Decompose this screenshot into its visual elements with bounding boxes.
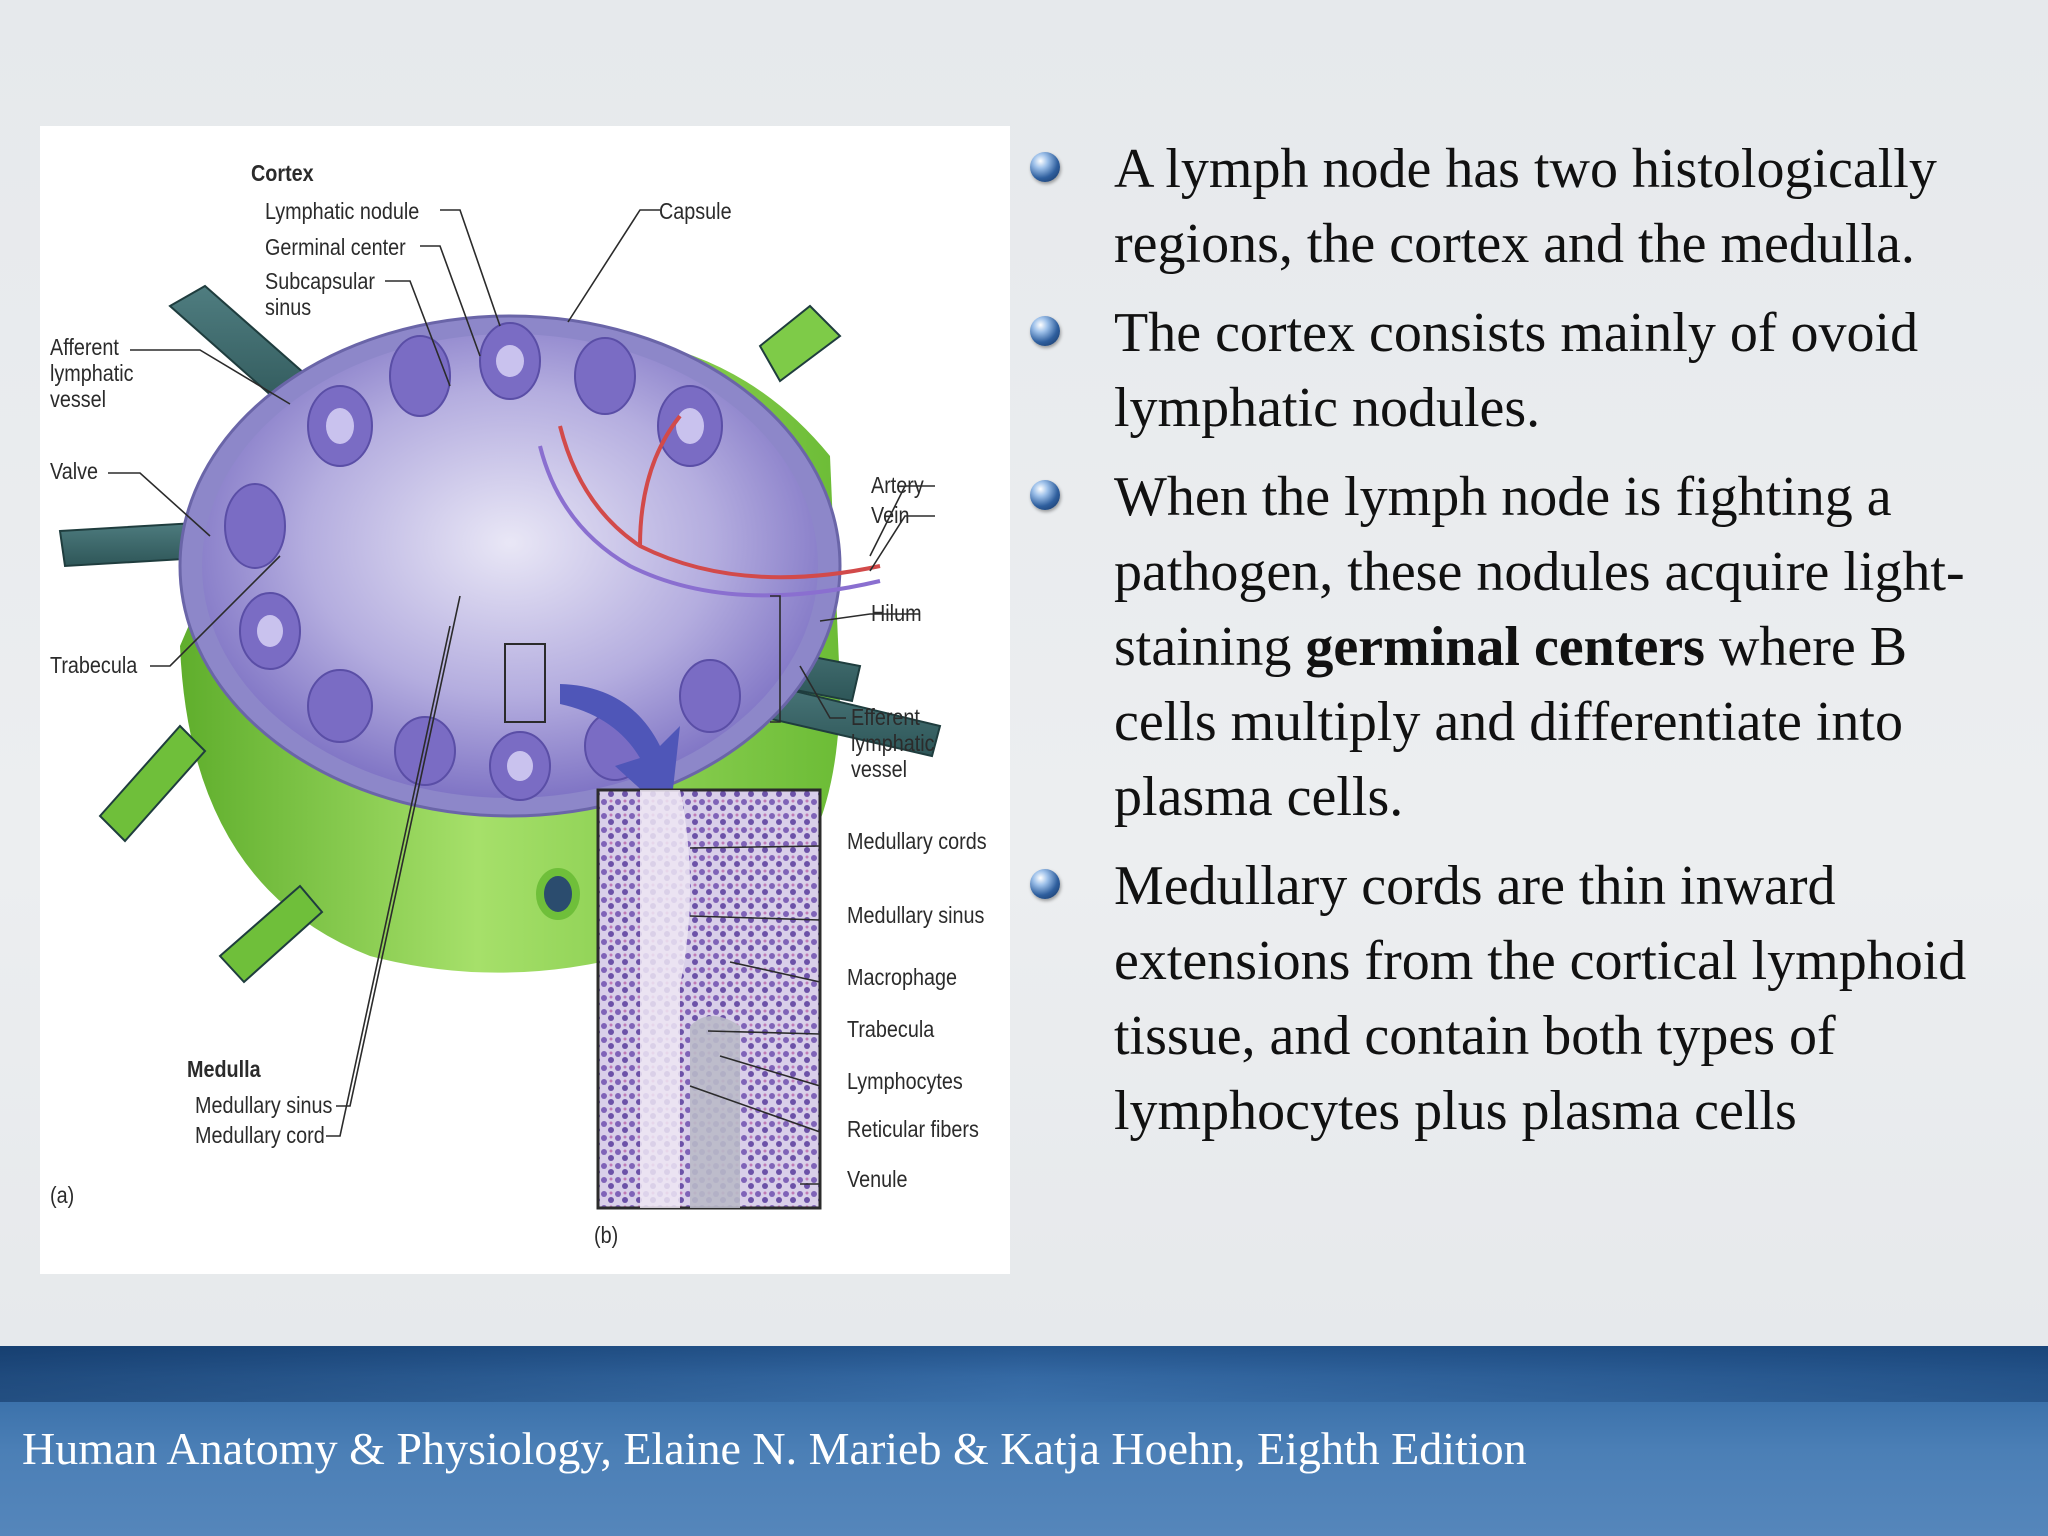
label-germinal-center: Germinal center xyxy=(265,234,406,260)
label-efferent-lymphatic-vessel: Efferent lymphatic vessel xyxy=(851,704,935,782)
bullet-list: A lymph node has two histologically regi… xyxy=(1030,132,2020,1163)
label-medulla: Medulla xyxy=(187,1056,261,1082)
bullet-text-start: When the lymph node is fighting a pathog… xyxy=(1114,466,1965,678)
bullet-item: A lymph node has two histologically regi… xyxy=(1030,132,2020,282)
bullet-sphere-icon xyxy=(1030,316,1060,346)
bullet-bold-term: germinal centers xyxy=(1305,616,1705,678)
label-cortex: Cortex xyxy=(251,160,314,186)
label-medullary-sinus: Medullary sinus xyxy=(195,1092,333,1118)
inset-label-medullary-sinus: Medullary sinus xyxy=(847,902,985,928)
label-panel-a: (a) xyxy=(50,1182,75,1208)
label-vein: Vein xyxy=(871,502,910,528)
bullet-text: Medullary cords are thin inward extensio… xyxy=(1114,855,1967,1142)
label-subcapsular-sinus: Subcapsular sinus xyxy=(265,268,375,320)
bullet-text-end: where B cells multiply and differentiate… xyxy=(1114,616,1908,828)
label-valve: Valve xyxy=(50,458,99,484)
inset-label-venule: Venule xyxy=(847,1166,908,1192)
label-afferent-lymphatic-vessel: Afferent lymphatic vessel xyxy=(50,334,134,412)
lymph-node-figure: Cortex Lymphatic nodule Germinal center … xyxy=(40,126,1010,1274)
inset-label-reticular-fibers: Reticular fibers xyxy=(847,1116,979,1142)
label-hilum: Hilum xyxy=(871,600,922,626)
bullet-item: Medullary cords are thin inward extensio… xyxy=(1030,849,2020,1149)
lymph-node-illustration xyxy=(58,209,942,1210)
bullet-sphere-icon xyxy=(1030,480,1060,510)
label-lymphatic-nodule: Lymphatic nodule xyxy=(265,198,420,224)
inset-label-medullary-cords: Medullary cords xyxy=(847,828,987,854)
inset-label-macrophage: Macrophage xyxy=(847,964,957,990)
footer-citation: Human Anatomy & Physiology, Elaine N. Ma… xyxy=(22,1423,1527,1474)
bullet-item: The cortex consists mainly of ovoid lymp… xyxy=(1030,296,2020,446)
footer-bar xyxy=(0,1346,2048,1536)
inset-label-lymphocytes: Lymphocytes xyxy=(847,1068,963,1094)
bullet-text: A lymph node has two histologically regi… xyxy=(1114,138,1937,275)
label-artery: Artery xyxy=(871,472,924,498)
bullet-item: When the lymph node is fighting a pathog… xyxy=(1030,460,2020,835)
inset-label-trabecula: Trabecula xyxy=(847,1016,935,1042)
bullet-text: The cortex consists mainly of ovoid lymp… xyxy=(1114,302,1919,439)
bullet-sphere-icon xyxy=(1030,869,1060,899)
label-trabecula: Trabecula xyxy=(50,652,138,678)
label-medullary-cord: Medullary cord xyxy=(195,1122,325,1148)
label-capsule: Capsule xyxy=(659,198,732,224)
label-panel-b: (b) xyxy=(594,1222,619,1248)
bullet-sphere-icon xyxy=(1030,152,1060,182)
